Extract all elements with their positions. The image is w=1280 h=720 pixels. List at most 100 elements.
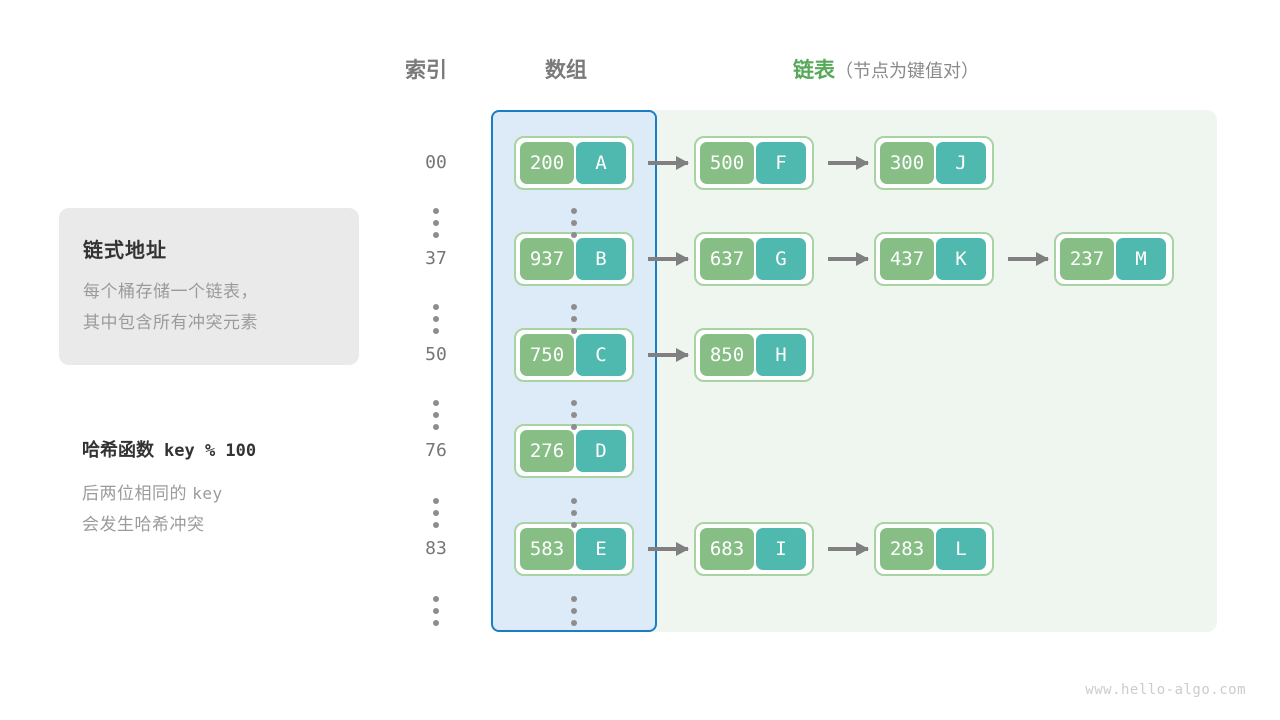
ellipsis-dot <box>571 220 577 226</box>
node-key: 276 <box>520 430 574 472</box>
node-value: L <box>936 528 986 570</box>
hash-function-label: 哈希函数 <box>82 440 154 460</box>
ellipsis-dot <box>571 608 577 614</box>
hash-function-description-code: key <box>192 484 223 503</box>
ellipsis-dot <box>571 620 577 626</box>
ellipsis-dot <box>433 424 439 430</box>
column-header-linked-list: 链表（节点为键值对） <box>793 54 979 84</box>
column-header-array: 数组 <box>545 59 587 82</box>
ellipsis-dot <box>433 400 439 406</box>
node-key: 937 <box>520 238 574 280</box>
chain-arrow-50-0 <box>648 348 689 362</box>
node-key: 750 <box>520 334 574 376</box>
node-key: 583 <box>520 528 574 570</box>
chain-arrow-00-0 <box>648 156 689 170</box>
ellipsis-index-4 <box>433 596 439 626</box>
hash-function-expression: key % 100 <box>164 441 257 461</box>
node-value: J <box>936 142 986 184</box>
node-value: B <box>576 238 626 280</box>
bucket-index-label: 37 <box>425 248 447 269</box>
ellipsis-dot <box>433 510 439 516</box>
node-value: H <box>756 334 806 376</box>
node-value: E <box>576 528 626 570</box>
ellipsis-index-2 <box>433 400 439 430</box>
hash-function-description-line-1: 后两位相同的 key <box>82 478 223 509</box>
ellipsis-dot <box>433 220 439 226</box>
ellipsis-dot <box>571 498 577 504</box>
info-card-line-1: 每个桶存储一个链表， <box>83 282 258 301</box>
node-key: 300 <box>880 142 934 184</box>
info-card-title: 链式地址 <box>83 240 167 262</box>
watermark: www.hello-algo.com <box>1085 682 1246 698</box>
ellipsis-index-0 <box>433 208 439 238</box>
bucket-index-label: 83 <box>425 538 447 559</box>
chain-arrow-83-0 <box>648 542 689 556</box>
node-value: K <box>936 238 986 280</box>
ellipsis-array-1 <box>571 304 577 334</box>
column-header-linked-list-main: 链表 <box>793 59 835 82</box>
ellipsis-dot <box>433 304 439 310</box>
ellipsis-dot <box>433 620 439 626</box>
ellipsis-dot <box>571 424 577 430</box>
node-value: A <box>576 142 626 184</box>
ellipsis-index-3 <box>433 498 439 528</box>
ellipsis-dot <box>433 498 439 504</box>
column-header-index: 索引 <box>405 59 447 82</box>
node-value: M <box>1116 238 1166 280</box>
info-card-line-2: 其中包含所有冲突元素 <box>83 313 258 332</box>
node-key: 850 <box>700 334 754 376</box>
ellipsis-dot <box>571 522 577 528</box>
bucket-index-label: 76 <box>425 440 447 461</box>
ellipsis-dot <box>571 328 577 334</box>
ellipsis-dot <box>433 412 439 418</box>
chain-arrow-00-1 <box>828 156 869 170</box>
node-key: 500 <box>700 142 754 184</box>
ellipsis-dot <box>571 304 577 310</box>
chain-arrow-37-2 <box>1008 252 1049 266</box>
chain-arrow-37-0 <box>648 252 689 266</box>
ellipsis-dot <box>433 232 439 238</box>
node-value: C <box>576 334 626 376</box>
ellipsis-dot <box>571 316 577 322</box>
node-value: G <box>756 238 806 280</box>
ellipsis-dot <box>433 596 439 602</box>
ellipsis-index-1 <box>433 304 439 334</box>
ellipsis-dot <box>571 412 577 418</box>
ellipsis-array-2 <box>571 400 577 430</box>
node-value: F <box>756 142 806 184</box>
ellipsis-dot <box>571 596 577 602</box>
node-key: 637 <box>700 238 754 280</box>
node-value: D <box>576 430 626 472</box>
node-value: I <box>756 528 806 570</box>
ellipsis-dot <box>571 400 577 406</box>
ellipsis-array-0 <box>571 208 577 238</box>
ellipsis-dot <box>571 232 577 238</box>
node-key: 683 <box>700 528 754 570</box>
hash-function-title: 哈希函数 key % 100 <box>82 436 256 462</box>
ellipsis-dot <box>433 522 439 528</box>
ellipsis-dot <box>433 608 439 614</box>
ellipsis-array-4 <box>571 596 577 626</box>
info-card: 链式地址 每个桶存储一个链表， 其中包含所有冲突元素 <box>59 208 359 365</box>
ellipsis-array-3 <box>571 498 577 528</box>
ellipsis-dot <box>433 208 439 214</box>
info-card-body: 每个桶存储一个链表， 其中包含所有冲突元素 <box>83 276 258 338</box>
node-key: 283 <box>880 528 934 570</box>
node-key: 200 <box>520 142 574 184</box>
ellipsis-dot <box>433 328 439 334</box>
node-key: 437 <box>880 238 934 280</box>
bucket-index-label: 50 <box>425 344 447 365</box>
bucket-index-label: 00 <box>425 152 447 173</box>
